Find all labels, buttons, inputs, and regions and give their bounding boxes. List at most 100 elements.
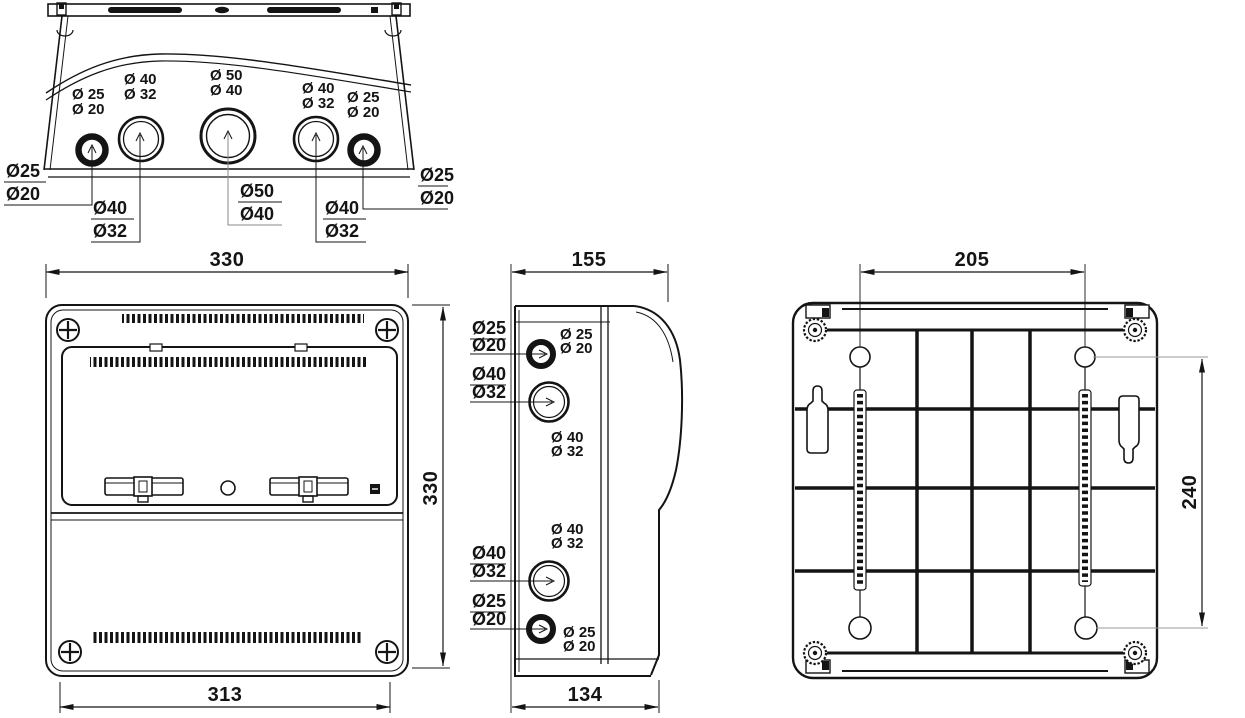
latch-left-foot xyxy=(137,495,149,503)
dim-back-hole-spacing-v: 240 xyxy=(1179,475,1201,510)
knockout-label: Ø 40 xyxy=(124,71,157,88)
lid-oval xyxy=(215,6,229,14)
screw-icon xyxy=(375,640,399,664)
lid-wave-line xyxy=(45,60,412,101)
door-notch xyxy=(149,343,163,352)
leader-label: Ø40 xyxy=(93,198,127,218)
vent-strip-top xyxy=(122,314,364,323)
knockout-25-20-right xyxy=(347,133,381,167)
side-lid-bulge-inner xyxy=(635,311,674,363)
dim-back-hole-spacing-h: 205 xyxy=(955,249,990,271)
dim-front-width: 330 xyxy=(210,249,245,271)
leader-label: Ø32 xyxy=(472,561,506,581)
front-dimensions: 330 313 330 xyxy=(45,249,450,713)
leader-label: Ø25 xyxy=(6,161,40,181)
hinge-tab-right xyxy=(391,2,402,16)
back-mounting-left xyxy=(848,346,872,640)
knockout-label: Ø 25 xyxy=(560,326,593,343)
front-view: 330 313 330 xyxy=(45,249,450,713)
front-center-hole xyxy=(220,480,236,496)
top-view-hole-labels: Ø 25 Ø 20 Ø 40 Ø 32 Ø 50 Ø 40 Ø 40 Ø 32 … xyxy=(72,67,380,121)
side-outline xyxy=(514,305,684,677)
leader-label: Ø25 xyxy=(420,165,454,185)
dim-side-bottom-width: 134 xyxy=(568,684,603,706)
front-inner-outline xyxy=(50,309,404,672)
knockout-label: Ø 32 xyxy=(551,443,584,460)
top-view-lid-band xyxy=(47,2,411,17)
hinge-tab-left xyxy=(56,2,67,16)
top-view: Ø 25 Ø 20 Ø 40 Ø 32 Ø 50 Ø 40 Ø 40 Ø 32 … xyxy=(4,2,454,243)
leader-label: Ø20 xyxy=(6,184,40,204)
back-dimensions: 205 240 xyxy=(859,249,1208,629)
knockout-40-32-left xyxy=(117,115,165,163)
back-view: 205 240 xyxy=(791,249,1208,680)
leader-label: Ø40 xyxy=(472,543,506,563)
front-latches xyxy=(104,476,380,503)
knockout-label: Ø 40 xyxy=(302,80,335,97)
latch-right-foot xyxy=(302,495,314,503)
back-mounting-right xyxy=(1074,346,1098,640)
knockout-label: Ø 32 xyxy=(302,95,335,112)
vent-strip-bottom xyxy=(92,632,363,643)
mounting-hole xyxy=(1074,616,1098,640)
screw-icon xyxy=(802,317,828,343)
front-screws xyxy=(56,318,399,664)
knockout-label: Ø 20 xyxy=(563,638,596,655)
keyhole-slot-left xyxy=(806,385,829,454)
screw-icon xyxy=(802,640,828,666)
leader-label: Ø32 xyxy=(93,221,127,241)
knockout-label: Ø 20 xyxy=(560,340,593,357)
knockout-label: Ø 40 xyxy=(551,521,584,538)
leader-label: Ø32 xyxy=(472,382,506,402)
dim-front-height: 330 xyxy=(420,471,442,506)
screw-icon xyxy=(375,318,399,342)
dim-side-top-width: 155 xyxy=(572,249,607,271)
hinge-boss-right xyxy=(384,29,402,37)
screw-icon xyxy=(1122,640,1148,666)
dim-front-bottom-width: 313 xyxy=(208,684,243,706)
knockout-label: Ø 40 xyxy=(551,429,584,446)
screw-icon xyxy=(58,640,82,664)
back-corners xyxy=(802,304,1150,674)
leader-label: Ø40 xyxy=(472,364,506,384)
knockout-label: Ø 25 xyxy=(563,624,596,641)
side-hole-labels: Ø 25 Ø 20 Ø 40 Ø 32 Ø 40 Ø 32 Ø 25 Ø 20 xyxy=(551,326,596,655)
leader-label: Ø25 xyxy=(472,318,506,338)
lid-slot-right xyxy=(267,7,341,13)
knockout-label: Ø 20 xyxy=(347,104,380,121)
latch-left-slider xyxy=(133,476,153,497)
knockout-label: Ø 50 xyxy=(210,67,243,84)
leader-label: Ø32 xyxy=(325,221,359,241)
knockout-label: Ø 25 xyxy=(72,86,105,103)
side-leader-labels: Ø25 Ø20 Ø40 Ø32 Ø40 Ø32 Ø25 Ø20 xyxy=(472,318,506,629)
leader-label: Ø20 xyxy=(472,335,506,355)
side-knockouts xyxy=(526,339,570,644)
lid-square xyxy=(371,7,378,13)
perforated-strip xyxy=(1078,389,1092,587)
knockout-label: Ø 32 xyxy=(124,86,157,103)
vent-strip-door xyxy=(90,357,368,367)
lid-slot-left xyxy=(108,7,182,13)
side-view: Ø25 Ø20 Ø40 Ø32 Ø40 Ø32 Ø25 Ø20 Ø 25 Ø 2… xyxy=(470,249,684,713)
latch-right-slider xyxy=(298,476,318,497)
leader-label: Ø50 xyxy=(240,181,274,201)
top-view-body xyxy=(43,15,415,178)
top-view-leaders xyxy=(4,129,448,243)
screw-icon xyxy=(1122,317,1148,343)
back-rib-grid xyxy=(795,328,1155,655)
front-door-panel xyxy=(61,346,398,506)
mounting-hole xyxy=(849,346,871,368)
screw-icon xyxy=(56,318,80,342)
mounting-hole xyxy=(848,616,872,640)
leader-label: Ø40 xyxy=(240,204,274,224)
hinge-boss-left xyxy=(56,29,74,37)
lid-wave-line xyxy=(45,53,412,94)
door-notch xyxy=(294,343,308,352)
knockout-label: Ø 40 xyxy=(210,82,243,99)
leader-label: Ø25 xyxy=(472,591,506,611)
knockout-label: Ø 20 xyxy=(72,101,105,118)
leader-label: Ø40 xyxy=(325,198,359,218)
side-lid-bulge xyxy=(633,305,684,676)
